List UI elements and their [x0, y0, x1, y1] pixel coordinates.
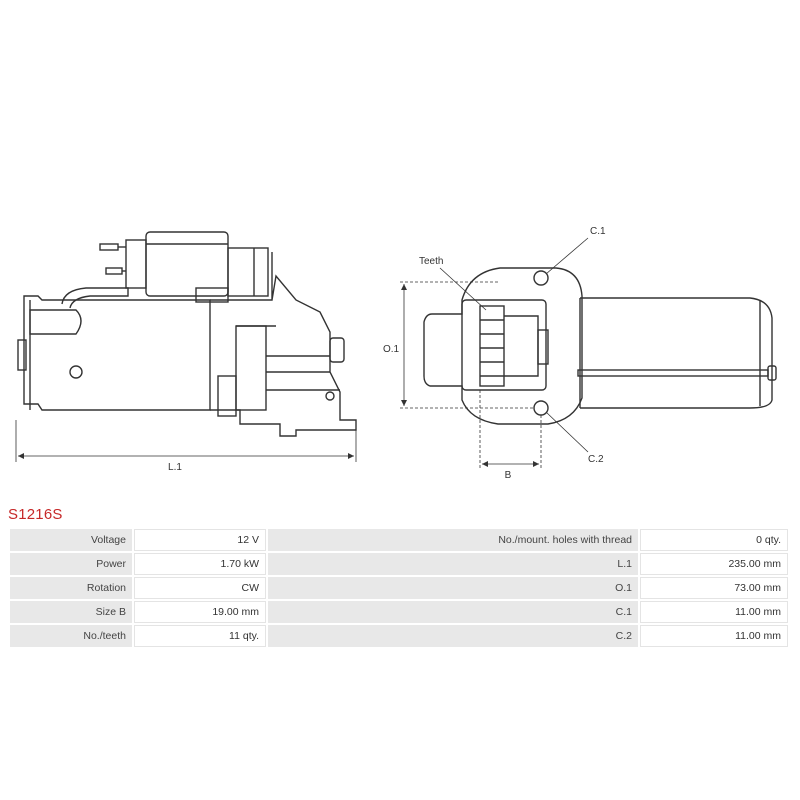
spec-label: L.1	[268, 553, 638, 575]
table-row: Rotation CW O.1 73.00 mm	[10, 577, 788, 599]
spec-label: Power	[10, 553, 132, 575]
spec-label: Rotation	[10, 577, 132, 599]
spec-value: 19.00 mm	[134, 601, 266, 623]
spec-label: Voltage	[10, 529, 132, 551]
spec-label: Size B	[10, 601, 132, 623]
spec-value: CW	[134, 577, 266, 599]
starter-side-view	[15, 231, 357, 462]
table-row: No./teeth 11 qty. C.2 11.00 mm	[10, 625, 788, 647]
table-row: Voltage 12 V No./mount. holes with threa…	[10, 529, 788, 551]
starter-front-view	[400, 237, 777, 468]
spec-value: 12 V	[134, 529, 266, 551]
l1-dimension-label: L.1	[168, 462, 182, 473]
spec-value: 11.00 mm	[640, 601, 788, 623]
spec-value: 11 qty.	[134, 625, 266, 647]
technical-drawing: L.1	[15, 226, 777, 481]
spec-table: Voltage 12 V No./mount. holes with threa…	[8, 527, 790, 649]
spec-value: 73.00 mm	[640, 577, 788, 599]
spec-value: 0 qty.	[640, 529, 788, 551]
spec-label: C.1	[268, 601, 638, 623]
spec-value: 1.70 kW	[134, 553, 266, 575]
spec-value: 11.00 mm	[640, 625, 788, 647]
spec-value: 235.00 mm	[640, 553, 788, 575]
table-row: Size B 19.00 mm C.1 11.00 mm	[10, 601, 788, 623]
teeth-label: Teeth	[419, 256, 443, 267]
b-dimension-label: B	[505, 470, 512, 481]
spec-label: No./mount. holes with thread	[268, 529, 638, 551]
table-row: Power 1.70 kW L.1 235.00 mm	[10, 553, 788, 575]
spec-label: C.2	[268, 625, 638, 647]
part-code-title: S1216S	[8, 506, 63, 523]
o1-dimension-label: O.1	[383, 344, 400, 355]
spec-label: No./teeth	[10, 625, 132, 647]
c1-dimension-label: C.1	[590, 226, 606, 237]
c2-dimension-label: C.2	[588, 454, 604, 465]
spec-label: O.1	[268, 577, 638, 599]
